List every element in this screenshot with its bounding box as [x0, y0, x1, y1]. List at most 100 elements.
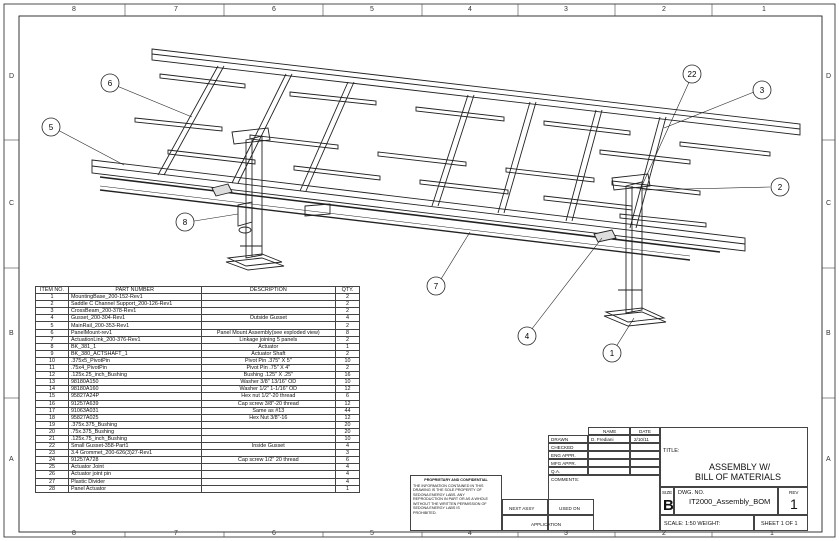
balloon-6-label: 6: [108, 79, 113, 88]
tb-proprietary-line: SEDONA ENERGY LABS. ANY: [413, 492, 465, 497]
bom-part-number: 91257A728: [67, 456, 202, 465]
bom-item-no: 3: [35, 307, 69, 316]
bom-header-row: ITEM NO. PART NUMBER DESCRIPTION QTY.: [35, 285, 360, 295]
bom-description: [200, 293, 337, 302]
tb-drawn-date: 2/10/11: [630, 435, 660, 443]
tb-date-header: DATE: [630, 427, 660, 435]
bom-description: Pivot Pin .75" X 4": [200, 364, 337, 373]
actuator: [237, 201, 331, 234]
bom-description: [200, 321, 337, 330]
balloons: 6 5 8 7 4 1 2 3 22: [41, 64, 790, 363]
balloon-22: [682, 64, 702, 84]
zone-row-c-left: C: [9, 200, 15, 207]
bom-header-description: DESCRIPTION: [200, 285, 337, 295]
bom-header-qty: QTY.: [335, 285, 360, 295]
bom-qty: 2: [335, 300, 360, 309]
tb-next-assy: NEXT ASSY: [502, 499, 548, 515]
zone-col-3-bottom: 3: [564, 530, 568, 537]
tb-eng-appr-name: [588, 451, 630, 459]
balloon-4: [517, 326, 537, 346]
inner-border: [18, 15, 823, 533]
zone-col-1-bottom: 1: [770, 530, 774, 537]
bom-qty: 2: [335, 307, 360, 316]
bom-description: [200, 300, 337, 309]
tb-proprietary-line: REPRODUCTION IN PART OR AS A WHOLE: [413, 497, 488, 501]
bom-part-number: Panel Actuator: [67, 484, 202, 493]
bom-part-number: 95827A24P: [67, 392, 202, 401]
bom-description: [200, 307, 337, 316]
bom-qty: 10: [335, 434, 360, 444]
back-main-rail: [151, 48, 801, 136]
bom-description: Actuator: [200, 342, 337, 351]
bom-qty: 12: [335, 399, 360, 408]
bom-part-number: .75x4_PivotPin: [67, 364, 202, 373]
bom-qty: 20: [335, 420, 360, 429]
balloon-2: [770, 177, 790, 197]
bom-description: [200, 420, 337, 429]
tb-dwg-no: DWG. NO. IT2000_Assembly_BOM: [674, 487, 778, 515]
bom-description: Inside Gusset: [200, 442, 337, 451]
tb-drawn-label: DRAWN: [548, 435, 588, 443]
bom-part-number: MainRail_200-353-Rev1: [67, 321, 202, 330]
bom-item-no: 27: [35, 477, 69, 486]
bom-description: Bushing .125" X .25": [200, 371, 337, 380]
bom-description: Washer 3/8" 13/16" OD: [200, 378, 337, 387]
zone-row-b-right: B: [826, 330, 831, 337]
assembly-drawing: [91, 48, 801, 327]
actuation-link: [99, 189, 691, 261]
left-support: [225, 127, 285, 271]
bom-qty: 44: [335, 406, 360, 415]
tb-rev-value: 1: [790, 496, 798, 512]
bom-description: Panel Mount Assembly(see exploded view): [200, 328, 337, 337]
bom-description: [200, 470, 337, 479]
bom-item-no: 16: [35, 399, 69, 408]
bom-part-number: Actuator Joint: [67, 463, 202, 472]
bom-qty: 10: [335, 378, 360, 387]
bom-part-number: ActuationLink_200-376-Rev1: [67, 335, 202, 344]
balloon-3: [752, 80, 772, 100]
tb-mfg-appr-name: [588, 459, 630, 467]
balloon-5-label: 5: [49, 123, 54, 132]
bom-description: Outside Gusset: [200, 314, 337, 323]
bom-item-no: 2: [35, 300, 69, 309]
bom-description: Hex nut 1/2"-20 thread: [200, 392, 337, 401]
bom-item-no: 7: [35, 335, 69, 344]
bom-part-number: .125x.25_inch_Bushing: [67, 371, 202, 380]
zone-col-8-bottom: 8: [72, 530, 76, 537]
balloon-5: [41, 117, 61, 137]
bom-qty: 2: [335, 335, 360, 344]
zone-col-8-top: 8: [72, 6, 76, 13]
zone-row-a-left: A: [9, 456, 14, 463]
tb-sheet: SHEET 1 OF 1: [754, 515, 808, 531]
tb-rev: REV 1: [778, 487, 808, 515]
zone-row-b-left: B: [9, 330, 14, 337]
bom-qty: 6: [335, 456, 360, 465]
bom-header-item: ITEM NO.: [35, 285, 69, 295]
tb-name-header: NAME: [588, 427, 630, 435]
tb-application: APPLICATION: [502, 515, 594, 531]
right-support: [603, 173, 667, 327]
balloon-8: [175, 212, 195, 232]
zone-col-3-top: 3: [564, 6, 568, 13]
tb-size-value: B: [663, 497, 674, 514]
front-main-rail: [91, 159, 746, 252]
bom-item-no: 8: [35, 342, 69, 351]
bom-description: Hex Nut 3/8"-16: [200, 413, 337, 422]
bom-qty: 2: [335, 364, 360, 373]
bom-qty: 2: [335, 321, 360, 330]
bom-description: Cap screw 3/8"-20 thread: [200, 399, 337, 408]
